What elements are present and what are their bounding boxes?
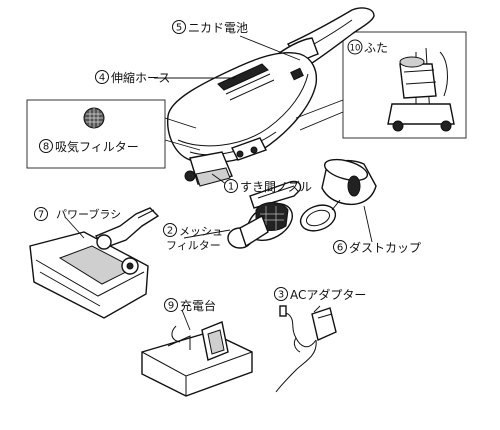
svg-text:ACアダプター: ACアダプター [290, 287, 366, 302]
leader-6 [363, 205, 373, 243]
label-1: 1 すき間ノズル [224, 179, 312, 194]
lid-inset-illustration [387, 47, 455, 132]
leader-1 [211, 173, 227, 185]
svg-text:1: 1 [228, 182, 234, 193]
svg-text:ニカド電池: ニカド電池 [188, 21, 248, 35]
vacuum-body [167, 7, 375, 187]
svg-text:10: 10 [350, 44, 361, 54]
leader-5 [239, 35, 301, 61]
label-7: 7 パワーブラシ [34, 207, 121, 221]
leader-3 [313, 305, 321, 313]
svg-text:2: 2 [167, 226, 173, 237]
leader-7 [65, 217, 85, 239]
leader-2 [183, 229, 231, 239]
label-5: 5 ニカド電池 [172, 20, 248, 35]
ac-adapter [275, 305, 337, 393]
svg-text:7: 7 [38, 210, 44, 221]
svg-text:6: 6 [337, 243, 343, 254]
svg-text:8: 8 [43, 142, 49, 153]
leader-8b [164, 139, 201, 151]
svg-text:フィルター: フィルター [166, 239, 221, 252]
label-8: 8 吸気フィルター [39, 139, 139, 154]
svg-text:充電台: 充電台 [180, 298, 216, 313]
svg-text:パワーブラシ: パワーブラシ [56, 207, 121, 221]
leader-8a [164, 117, 197, 129]
leader-10a [295, 99, 344, 119]
svg-text:すき間ノズル: すき間ノズル [240, 179, 312, 194]
svg-text:3: 3 [278, 290, 284, 301]
mesh-filter [227, 202, 293, 249]
svg-text:ふた: ふた [364, 41, 388, 55]
charging-stand [141, 321, 253, 397]
svg-text:吸気フィルター: 吸気フィルター [55, 139, 139, 154]
label-4: 4 伸縮ホース [95, 70, 170, 85]
leader-9 [181, 309, 191, 331]
power-brush [29, 207, 160, 319]
svg-text:伸縮ホース: 伸縮ホース [111, 70, 170, 85]
dust-cup [299, 158, 377, 232]
svg-text:9: 9 [168, 301, 174, 312]
label-6: 6 ダストカップ [333, 240, 421, 255]
svg-text:メッシュ: メッシュ [179, 225, 223, 238]
crevice-nozzle [249, 180, 302, 209]
leader-10b [299, 111, 344, 131]
svg-text:5: 5 [176, 23, 182, 34]
svg-text:4: 4 [99, 73, 105, 84]
intake-filter-illustration [83, 107, 105, 129]
label-3: 3 ACアダプター [274, 287, 366, 302]
label-2: 2 メッシュ フィルター [163, 223, 223, 252]
label-10: 10 ふた [347, 39, 388, 55]
label-9: 9 充電台 [164, 298, 216, 313]
svg-text:ダストカップ: ダストカップ [349, 240, 421, 255]
